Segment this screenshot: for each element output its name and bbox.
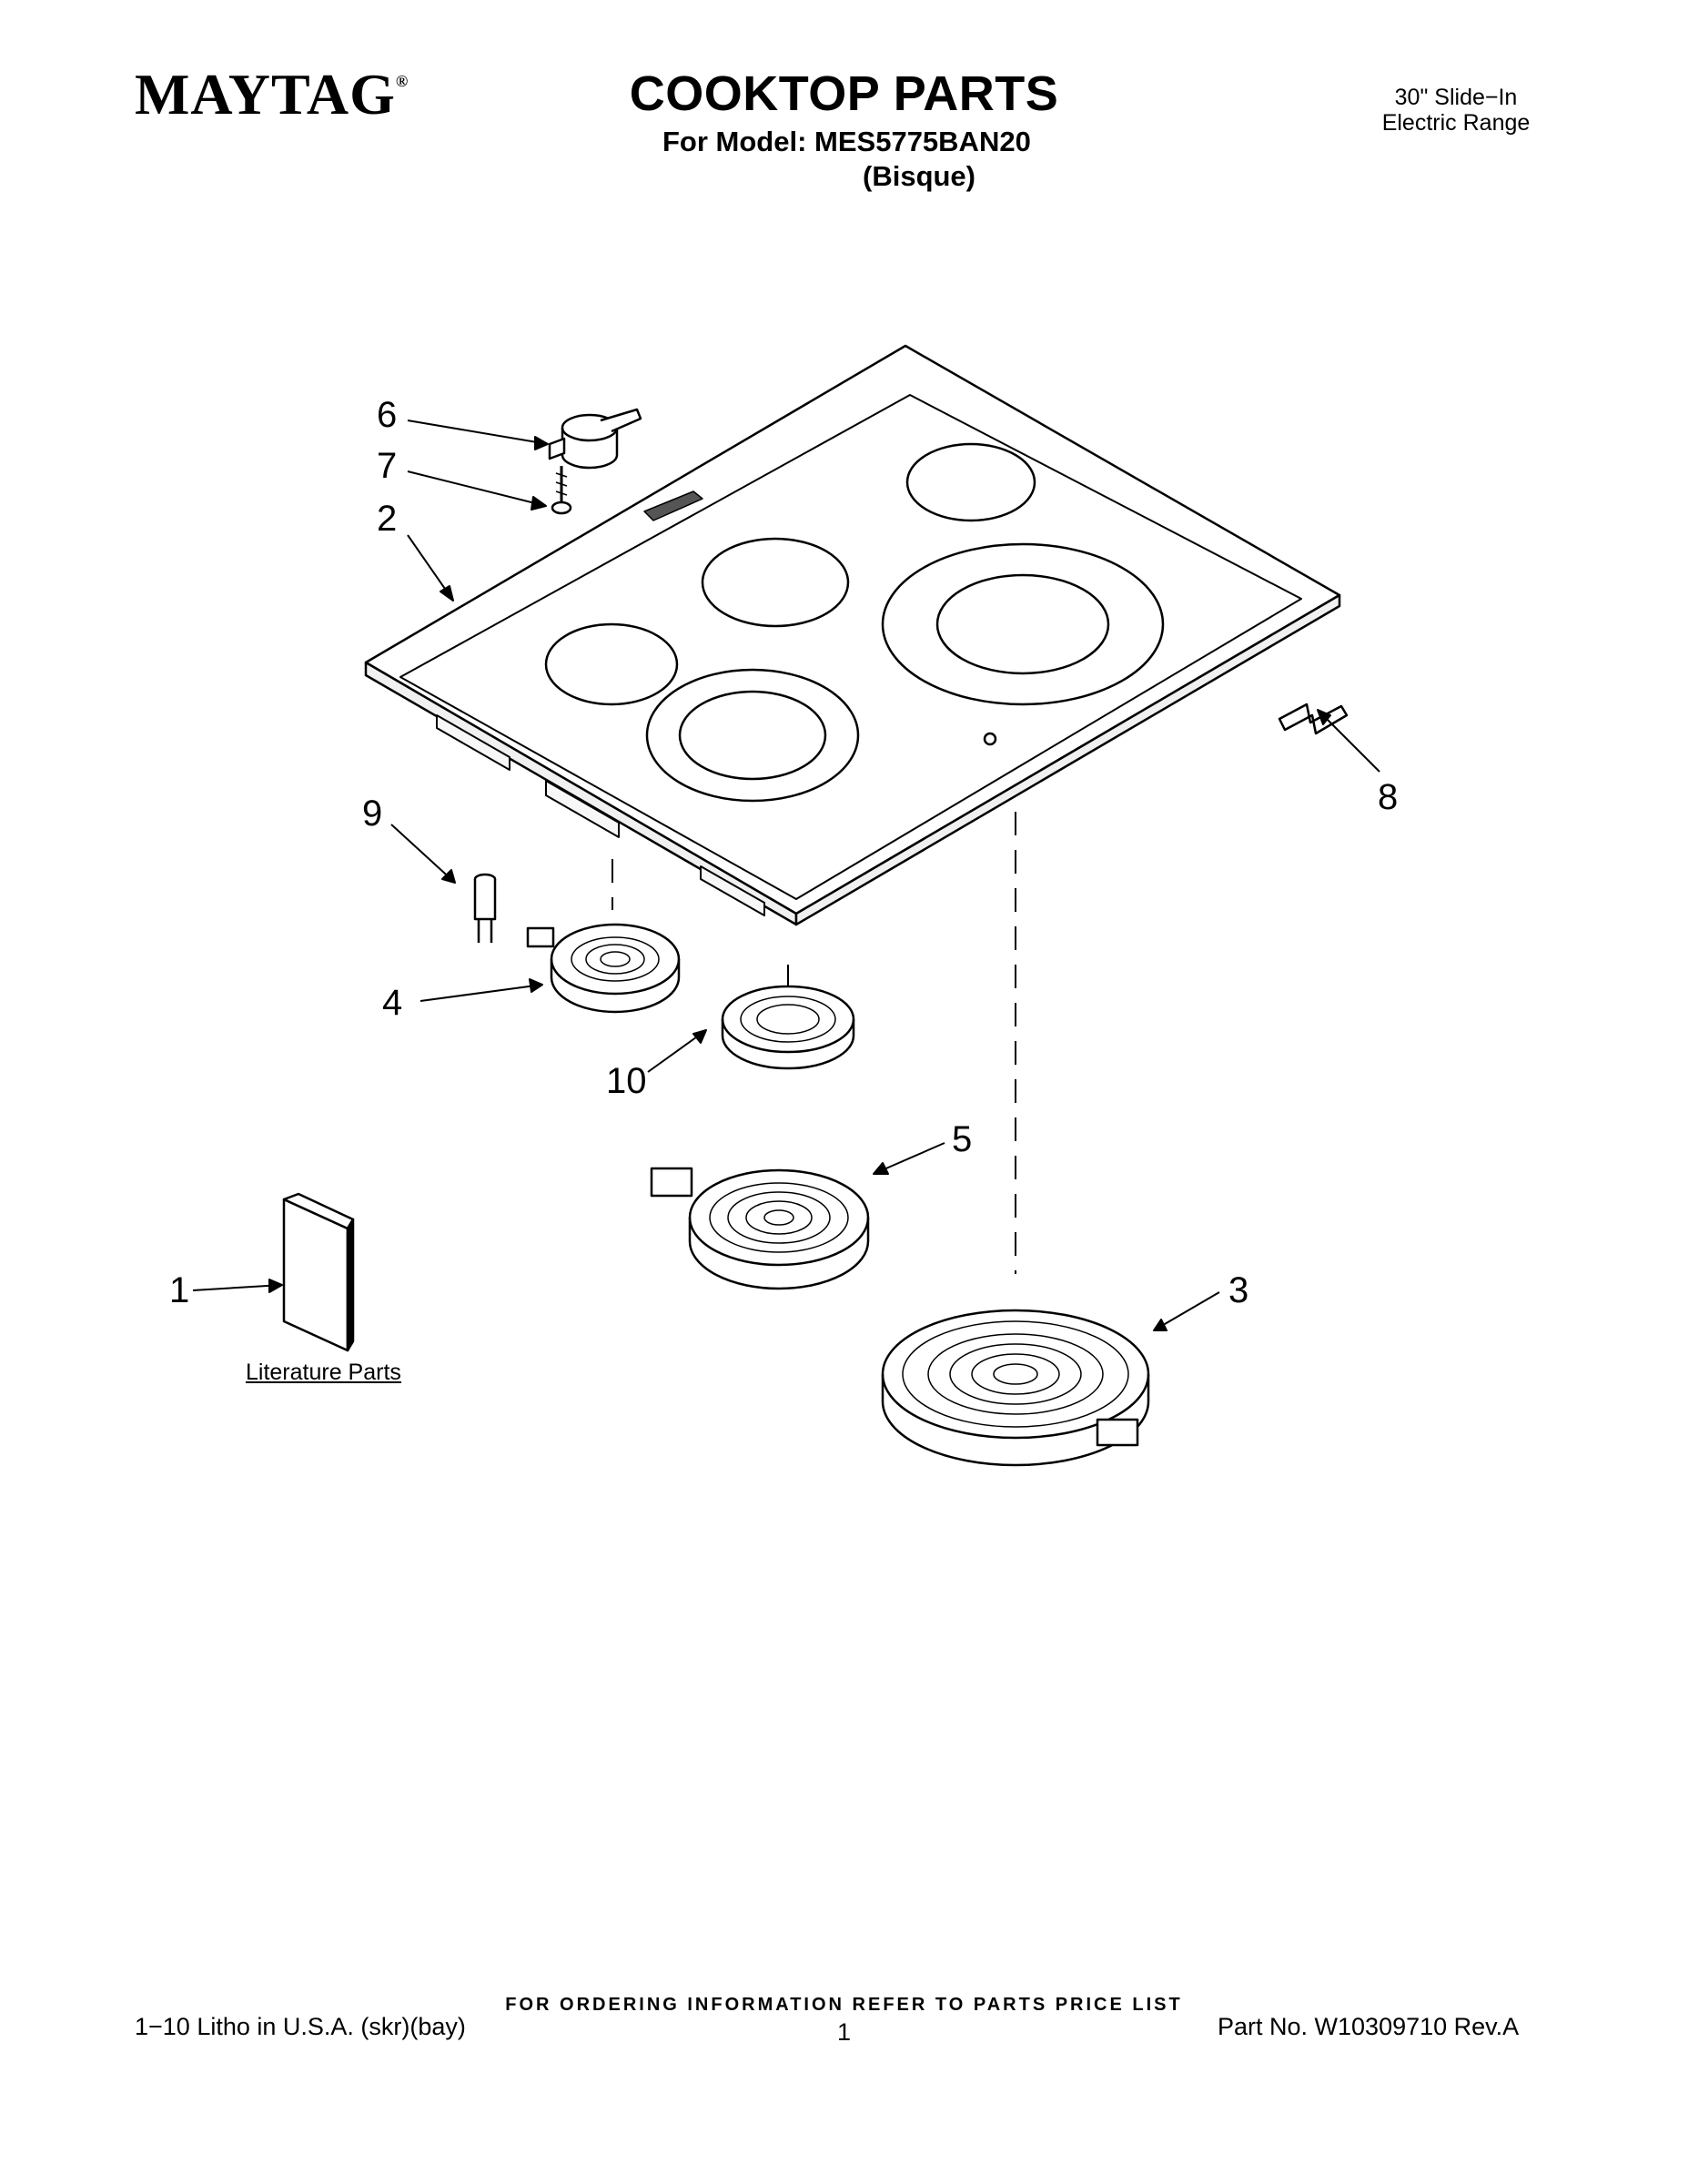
product-description: 30" Slide−In Electric Range <box>1365 85 1547 136</box>
leader-lines <box>192 420 1380 1331</box>
callout-5: 5 <box>952 1119 973 1159</box>
alignment-lines <box>612 812 1016 1274</box>
burner-outline <box>544 622 679 706</box>
cooktop-glass <box>364 344 1341 926</box>
hot-surface-indicator <box>983 732 997 746</box>
burner-outline <box>905 442 1036 522</box>
literature-parts-label: Literature Parts <box>246 1360 401 1385</box>
page-number: 1 <box>837 2018 852 2046</box>
radiant-element-large <box>650 1167 870 1290</box>
radiant-element-medium <box>721 985 855 1070</box>
ordering-note: FOR ORDERING INFORMATION REFER TO PARTS … <box>505 1995 1183 2015</box>
part-number: Part No. W10309710 Rev.A <box>1218 2013 1520 2040</box>
burner-outline <box>645 668 860 803</box>
vent-grille <box>643 490 703 521</box>
callout-10: 10 <box>606 1061 647 1101</box>
callout-8: 8 <box>1378 777 1399 817</box>
page-title: COOKTOP PARTS <box>629 66 1059 121</box>
burner-outline <box>701 537 850 628</box>
screw <box>551 466 572 515</box>
callout-4: 4 <box>382 983 403 1023</box>
product-category: Electric Range <box>1381 109 1531 136</box>
brand-logo: MAYTAG® <box>135 62 409 126</box>
callout-2: 2 <box>377 499 398 539</box>
callout-7: 7 <box>377 446 398 486</box>
burner-outline <box>881 542 1165 706</box>
mounting-bracket <box>1278 703 1349 735</box>
literature-booklet <box>282 1192 355 1352</box>
product-type: 30" Slide−In <box>1394 85 1518 110</box>
limit-switch <box>548 408 642 470</box>
terminal-block <box>473 873 497 943</box>
radiant-element-dual <box>881 1309 1150 1467</box>
callout-6: 6 <box>377 395 398 435</box>
color-variant: (Bisque) <box>863 160 975 192</box>
callout-1: 1 <box>169 1270 190 1310</box>
print-info: 1−10 Litho in U.S.A. (skr)(bay) <box>135 2013 466 2040</box>
model-number: For Model: MES5775BAN20 <box>662 126 1031 157</box>
burner-outline <box>678 690 827 781</box>
callout-9: 9 <box>362 794 383 834</box>
radiant-element-small <box>526 923 681 1014</box>
burner-outline <box>935 573 1110 675</box>
callout-3: 3 <box>1228 1270 1249 1310</box>
